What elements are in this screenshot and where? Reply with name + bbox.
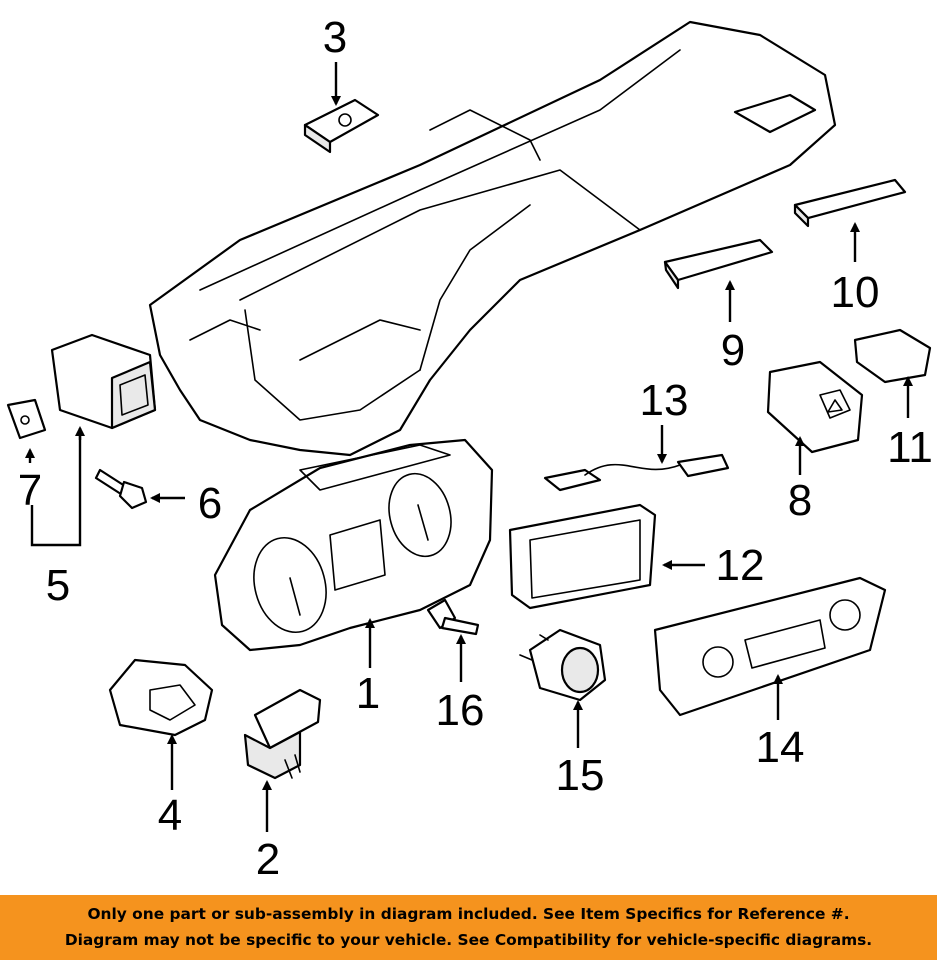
callout-6: 6 [198,479,222,528]
part-4-switch-housing [108,658,214,737]
part-6-bolt [94,468,148,510]
part-7-clip [6,398,47,440]
callout-10: 10 [831,268,880,317]
callout-2: 2 [256,835,280,884]
disclaimer-line-1: Only one part or sub-assembly in diagram… [87,905,850,923]
callout-labels: 1 2 3 4 5 6 7 8 9 10 11 12 13 14 15 16 [18,13,933,884]
parts-diagram: 1 2 3 4 5 6 7 8 9 10 11 12 13 14 15 16 [6,13,933,884]
callout-16: 16 [436,686,485,735]
part-8-hazard-switch [766,360,864,454]
callout-14: 14 [756,723,805,772]
part-9-switch-bar [663,238,774,290]
callout-8: 8 [788,476,812,525]
callout-4: 4 [158,791,182,840]
part-1-instrument-cluster [213,438,494,652]
callout-13: 13 [640,376,689,425]
callout-11: 11 [887,423,933,472]
callout-3: 3 [323,13,347,62]
part-11-switch [853,328,932,384]
part-10-switch-bar [793,178,907,228]
callout-7: 7 [18,466,42,515]
part-16-bolt [426,598,480,636]
disclaimer-banner: Only one part or sub-assembly in diagram… [0,895,937,960]
leader-lines [25,62,913,832]
callout-1: 1 [356,669,380,718]
callout-15: 15 [556,751,605,800]
part-12-display-unit [508,503,657,610]
callout-12: 12 [716,541,765,590]
part-15-rotary-switch [519,628,607,702]
part-13-cable [543,453,730,492]
disclaimer-line-2: Diagram may not be specific to your vehi… [64,931,873,949]
instrument-panel [148,20,837,457]
part-14-control-panel [653,576,887,717]
part-5-switch-module [50,333,157,430]
part-3-switch [303,98,380,154]
part-2-switch [243,688,322,780]
callout-9: 9 [721,326,745,375]
callout-5: 5 [46,561,70,610]
